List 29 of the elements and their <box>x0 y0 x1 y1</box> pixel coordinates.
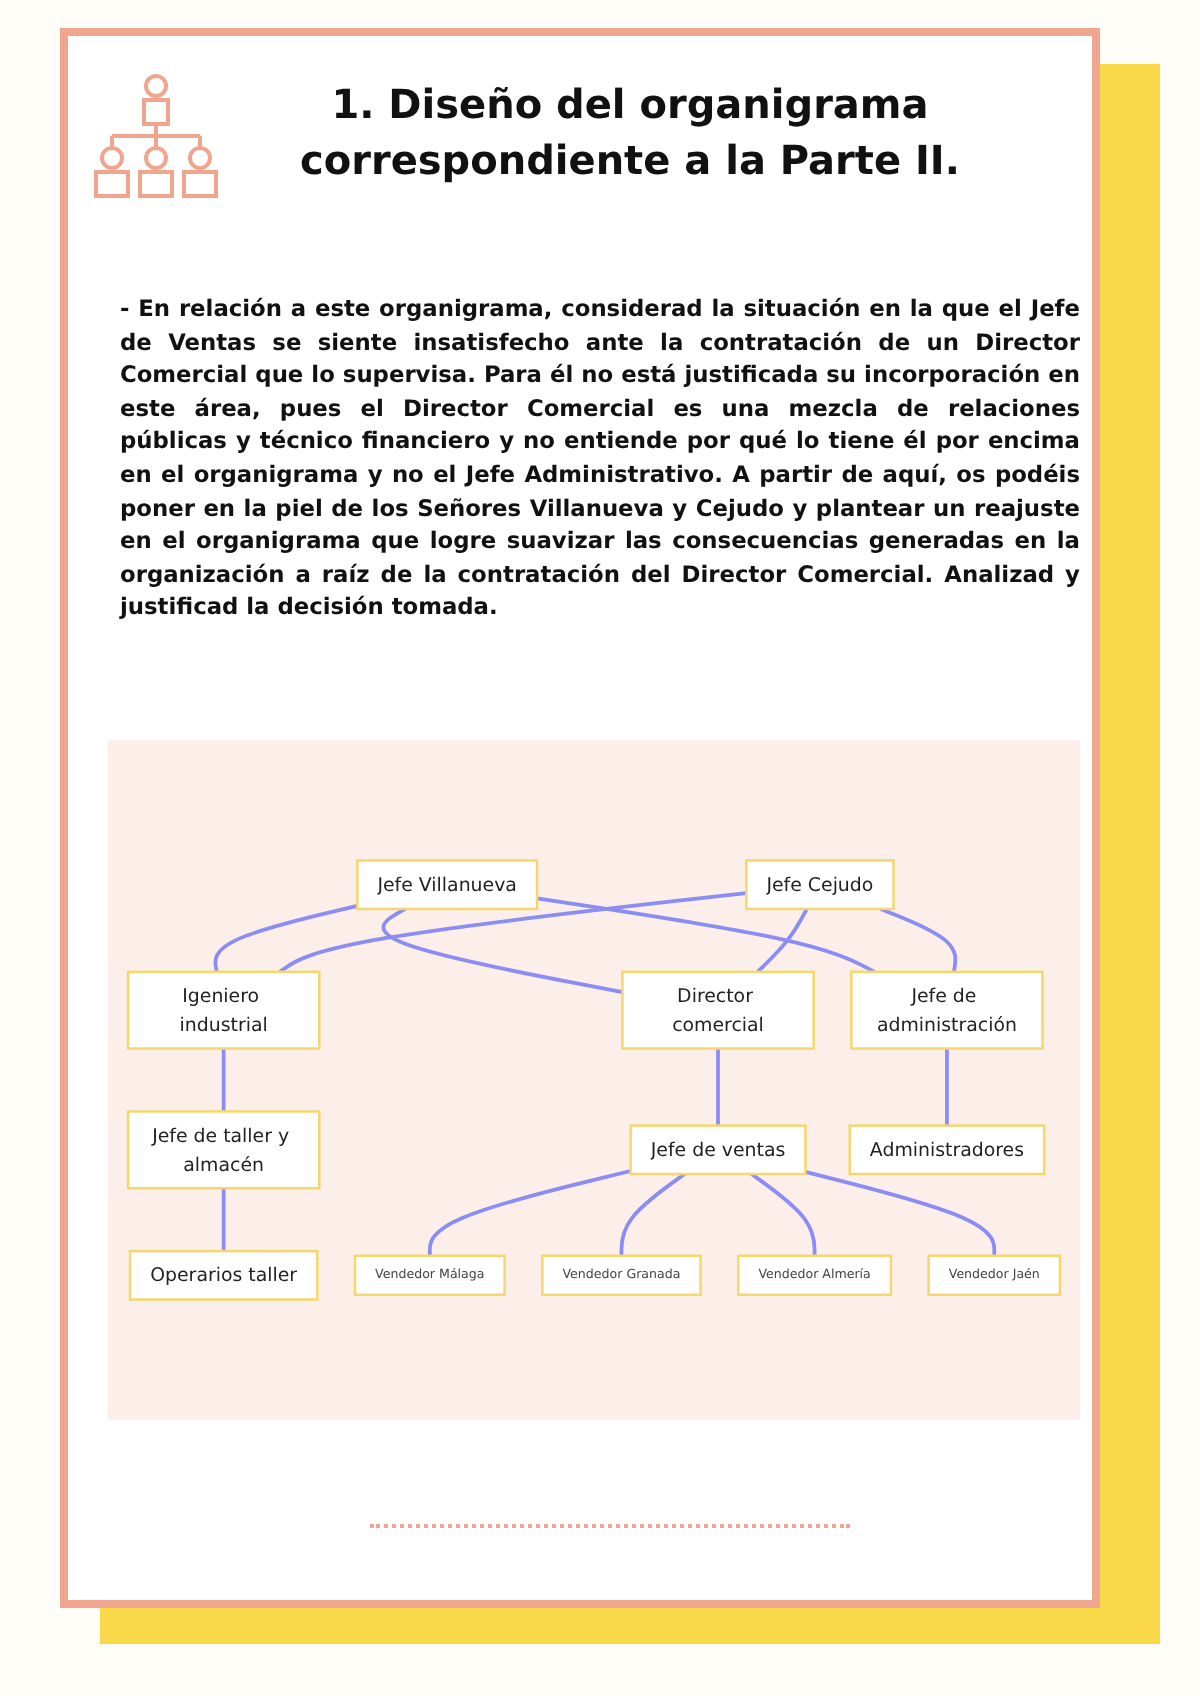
node-box <box>737 1254 893 1297</box>
connector <box>213 904 358 973</box>
connector <box>750 1172 817 1256</box>
title: 1. Diseño del organigrama correspondiente a la Parte II. <box>298 78 962 188</box>
connector <box>221 1188 226 1252</box>
connector <box>427 1169 632 1256</box>
node-box <box>128 1249 319 1301</box>
node-box <box>927 1254 1062 1297</box>
connector <box>536 896 876 974</box>
node-box <box>541 1254 702 1297</box>
connector <box>879 907 958 973</box>
node-box <box>356 859 539 911</box>
connector <box>619 1172 686 1256</box>
node-box <box>745 859 895 911</box>
connector <box>381 907 623 994</box>
connector <box>945 1048 949 1126</box>
node-box <box>353 1254 506 1297</box>
connector <box>221 1048 226 1112</box>
connector <box>278 891 747 974</box>
connector <box>716 1048 720 1126</box>
node-box <box>848 1124 1046 1176</box>
node-box <box>850 970 1044 1050</box>
node-box <box>126 970 321 1050</box>
node-box <box>126 1110 321 1190</box>
node-box <box>621 970 815 1050</box>
connector <box>756 908 809 974</box>
instruction-paragraph: - En relación a este organigrama, considerad la situación en la que el Jefe de Ventas se siente insatisfecho ante la contratación de un Director Comercial que lo supervisa. Para él no está justificada su incorporación en este área, pues el Director Comercial es una mezcla de relaciones públicas y técnico financiero y no entiende por qué lo tiene él por encima en el organigrama y no el Jefe Administrativo. A partir de aquí, os podéis poner en la piel de los Señores Villanueva y Cejudo y plantear un reajuste en el organigrama que logre suavizar las consecuencias generadas en la organización a raíz de la contratación del Director Comercial. Analizad y justificad la decisión tomada. <box>120 292 1080 624</box>
connector <box>804 1170 997 1256</box>
node-box <box>629 1124 807 1176</box>
